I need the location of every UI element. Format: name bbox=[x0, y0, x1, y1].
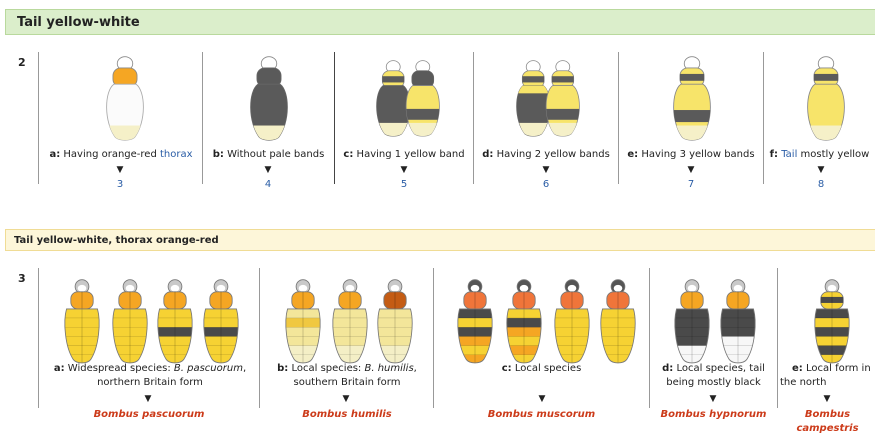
option-e-caption: e: Having 3 yellow bands bbox=[619, 148, 763, 162]
step-number: 2 bbox=[18, 56, 26, 69]
section-header-tail-yellow-white-thorax-orange-red: Tail yellow-white, thorax orange-red bbox=[5, 229, 875, 251]
bee-illustration-9 bbox=[504, 278, 544, 364]
divider bbox=[433, 268, 434, 408]
option-b-caption: b: Without pale bands bbox=[203, 148, 334, 162]
divider bbox=[38, 268, 39, 408]
option-c-caption: c: Having 1 yellow band bbox=[335, 148, 473, 162]
bee-illustration-one-yellow-band bbox=[373, 55, 443, 141]
bee-illustration-14 bbox=[812, 278, 852, 364]
divider bbox=[473, 52, 474, 184]
section-header-tail-yellow-white: Tail yellow-white bbox=[5, 9, 875, 35]
bee-illustration-tail-mostly-yellow bbox=[800, 55, 852, 141]
option-a-caption: a: Widespread species: B. pascuorum, nor… bbox=[42, 362, 258, 390]
option-a-caption: a: Having orange-red thorax bbox=[40, 148, 202, 162]
species-link-bombus-pascuorum[interactable]: Bombus pascuorum bbox=[40, 408, 258, 422]
goto-step-link[interactable]: 8 bbox=[806, 179, 836, 190]
species-link-bombus-hypnorum[interactable]: Bombus hypnorum bbox=[650, 408, 777, 422]
divider bbox=[763, 52, 764, 184]
bee-illustration-two-yellow-bands bbox=[513, 55, 583, 141]
down-arrow-icon: ▼ bbox=[394, 165, 414, 175]
divider bbox=[777, 268, 778, 408]
option-b-caption: b: Local species: B. humilis, southern B… bbox=[262, 362, 432, 390]
thorax-link[interactable]: thorax bbox=[160, 149, 193, 160]
down-arrow-icon: ▼ bbox=[703, 394, 723, 404]
option-d-caption: d: Local species, tail being mostly blac… bbox=[650, 362, 777, 390]
bee-illustration-three-yellow-bands bbox=[666, 55, 718, 141]
option-e-caption: e: Local form in the north bbox=[780, 362, 875, 390]
down-arrow-icon: ▼ bbox=[138, 394, 158, 404]
divider bbox=[618, 52, 619, 184]
divider bbox=[202, 52, 203, 184]
bee-illustration-7 bbox=[375, 278, 415, 364]
species-link-bombus-muscorum[interactable]: Bombus muscorum bbox=[434, 408, 649, 422]
bee-illustration-11 bbox=[598, 278, 638, 364]
option-c-caption: c: Local species bbox=[434, 362, 649, 376]
bee-illustration-6 bbox=[330, 278, 370, 364]
goto-step-link[interactable]: 7 bbox=[676, 179, 706, 190]
divider bbox=[259, 268, 260, 408]
goto-step-link[interactable]: 5 bbox=[389, 179, 419, 190]
option-f-caption: f: Tail mostly yellow bbox=[764, 148, 875, 162]
bee-illustration-without-pale-bands bbox=[243, 55, 295, 141]
goto-step-link[interactable]: 4 bbox=[253, 179, 283, 190]
tail-link[interactable]: Tail bbox=[781, 149, 797, 160]
bee-illustration-orange-thorax bbox=[99, 55, 151, 141]
down-arrow-icon: ▼ bbox=[532, 394, 552, 404]
down-arrow-icon: ▼ bbox=[336, 394, 356, 404]
option-d-caption: d: Having 2 yellow bands bbox=[474, 148, 618, 162]
bee-illustration-12 bbox=[672, 278, 712, 364]
divider bbox=[38, 52, 39, 184]
bee-illustration-13 bbox=[718, 278, 758, 364]
goto-step-link[interactable]: 3 bbox=[105, 179, 135, 190]
bee-illustration-2 bbox=[110, 278, 150, 364]
bee-illustration-5 bbox=[283, 278, 323, 364]
step-number: 3 bbox=[18, 272, 26, 285]
bee-illustration-4 bbox=[201, 278, 241, 364]
bee-illustration-10 bbox=[552, 278, 592, 364]
down-arrow-icon: ▼ bbox=[681, 165, 701, 175]
goto-step-link[interactable]: 6 bbox=[531, 179, 561, 190]
bee-illustration-8 bbox=[455, 278, 495, 364]
bee-illustration-1 bbox=[62, 278, 102, 364]
down-arrow-icon: ▼ bbox=[817, 394, 837, 404]
divider bbox=[334, 52, 335, 184]
down-arrow-icon: ▼ bbox=[811, 165, 831, 175]
down-arrow-icon: ▼ bbox=[110, 165, 130, 175]
species-link-bombus-humilis[interactable]: Bombus humilis bbox=[262, 408, 432, 422]
down-arrow-icon: ▼ bbox=[536, 165, 556, 175]
bee-illustration-3 bbox=[155, 278, 195, 364]
down-arrow-icon: ▼ bbox=[258, 165, 278, 175]
